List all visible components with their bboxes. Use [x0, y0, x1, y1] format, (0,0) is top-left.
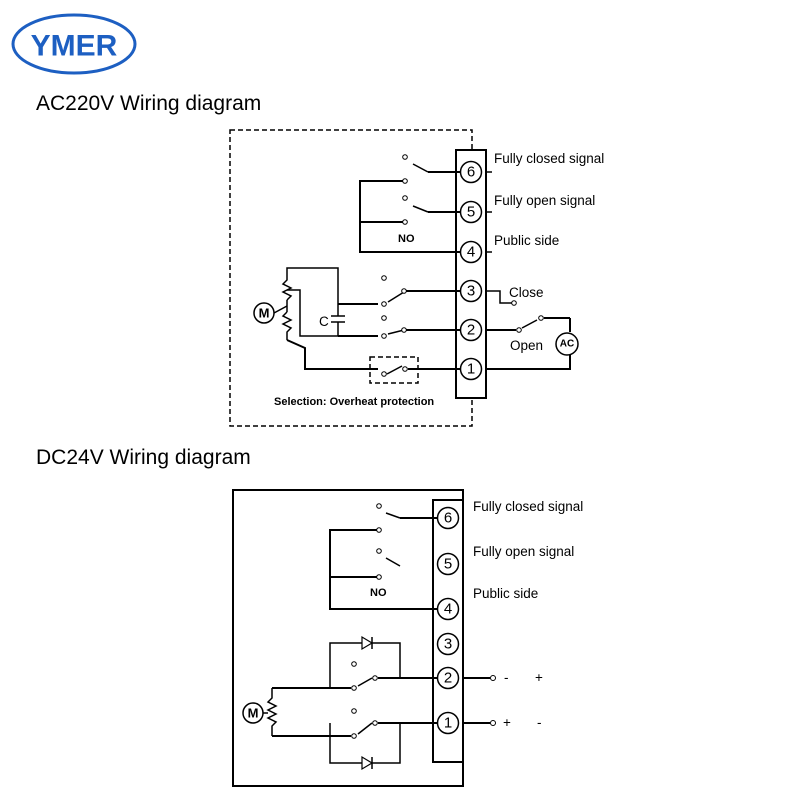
- brand-logo: YMER: [10, 12, 138, 76]
- dc-section-title: DC24V Wiring diagram: [36, 446, 251, 469]
- dc-terminal-1: 1: [436, 711, 460, 735]
- dc-terminal-2-polarity-a: -: [504, 670, 509, 685]
- dc-motor-label: M: [248, 706, 259, 721]
- dc-terminal-4-label: 4: [444, 601, 452, 618]
- ac-terminal-6-label: 6: [467, 164, 475, 181]
- ac-terminal-6: 6: [459, 160, 483, 184]
- ac-capacitor-label: C: [319, 314, 329, 329]
- ac-motor-label: M: [259, 306, 270, 321]
- dc-terminal-4: 4: [436, 597, 460, 621]
- dc-terminal-5-label: 5: [444, 556, 452, 573]
- dc-no-label: NO: [370, 587, 387, 599]
- ac-terminal-3-label: 3: [467, 283, 475, 300]
- dc-signal-switches: NO: [329, 503, 437, 610]
- dc-motor-circuit: M: [242, 635, 437, 771]
- dc-terminal-1-label: 1: [444, 715, 452, 732]
- ac-terminal-5-label: 5: [467, 204, 475, 221]
- ac-terminal-2-label: 2: [467, 322, 475, 339]
- dc-enclosure: [232, 489, 464, 787]
- ac-fully-closed-label: Fully closed signal: [494, 151, 604, 166]
- dc-terminal-3-label: 3: [444, 636, 452, 653]
- dc-terminal-2: 2: [436, 666, 460, 690]
- ac-terminal-2: 2: [459, 318, 483, 342]
- ac-terminal-4: 4: [459, 240, 483, 264]
- ac-overheat-protection: Selection: Overheat protection: [274, 356, 460, 408]
- ac-selection-label: Selection: Overheat protection: [274, 396, 434, 408]
- dc-fully-open-label: Fully open signal: [473, 544, 574, 559]
- dc-terminal-6-label: 6: [444, 510, 452, 527]
- ac-section-title: AC220V Wiring diagram: [36, 92, 262, 115]
- ac-terminal-block: [455, 149, 487, 399]
- dc-terminal-6: 6: [436, 506, 460, 530]
- ac-no-label: NO: [398, 233, 415, 245]
- ac-terminal-5: 5: [459, 200, 483, 224]
- ac-signal-switches: NO: [359, 154, 460, 253]
- ac-direction-switches: [381, 275, 460, 339]
- dc-terminal-5: 5: [436, 552, 460, 576]
- ac-terminal-4-label: 4: [467, 244, 475, 261]
- ac-motor-circuit: M C: [253, 267, 378, 370]
- dc-terminal-2-label: 2: [444, 670, 452, 687]
- ac-fully-open-label: Fully open signal: [494, 193, 595, 208]
- ac-enclosure: [229, 129, 473, 427]
- dc-public-side-label: Public side: [473, 586, 538, 601]
- ac-terminal-1-label: 1: [467, 361, 475, 378]
- dc-external-wiring: Fully closed signal Fully open signal Pu…: [463, 499, 583, 730]
- dc-terminal-1-polarity-b: -: [537, 715, 542, 730]
- ac-terminal-3: 3: [459, 279, 483, 303]
- dc-terminal-1-polarity-a: +: [503, 715, 511, 730]
- ac-open-label: Open: [510, 338, 543, 353]
- ac-source-symbol: [555, 332, 579, 356]
- ac-terminal-1: 1: [459, 357, 483, 381]
- ac-close-label: Close: [509, 285, 544, 300]
- dc-fully-closed-label: Fully closed signal: [473, 499, 583, 514]
- ac-source-label: AC: [560, 339, 574, 350]
- dc-terminal-2-polarity-b: +: [535, 670, 543, 685]
- ac-external-wiring: Fully closed signal Fully open signal Pu…: [486, 151, 604, 370]
- ac-public-side-label: Public side: [494, 233, 559, 248]
- logo-text: YMER: [31, 30, 118, 63]
- dc-terminal-3: 3: [436, 632, 460, 656]
